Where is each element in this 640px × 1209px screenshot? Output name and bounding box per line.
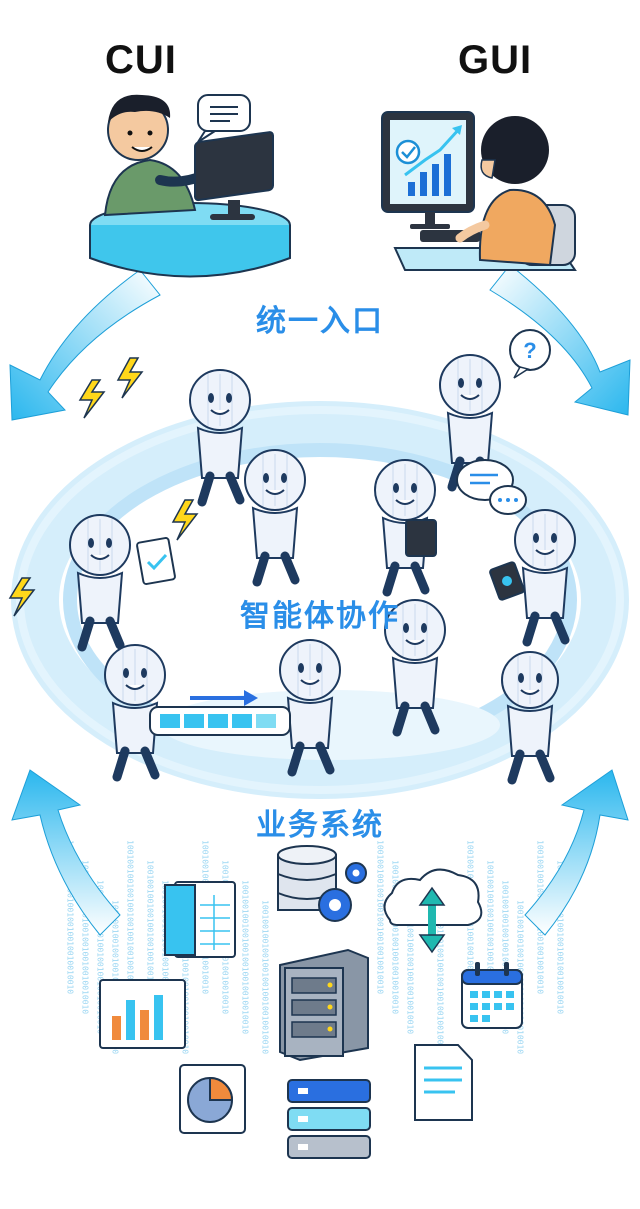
computer-icon xyxy=(381,111,475,229)
binary-column: 10010010010010010010010010010010 xyxy=(111,900,120,1054)
cui-label: CUI xyxy=(105,38,177,82)
binary-column: 10010010010010010010010010010010 xyxy=(376,840,385,994)
storage-stack-icon xyxy=(287,1079,371,1159)
arrow-gui-down xyxy=(489,264,631,416)
check-icon xyxy=(395,139,421,165)
clipboard-icon xyxy=(136,537,176,585)
bar-chart-icon xyxy=(99,979,186,1049)
lightning-icon xyxy=(171,499,199,541)
binary-column: 10010010010010010010010010010010 xyxy=(96,880,105,1034)
cui-person xyxy=(103,94,210,217)
arrow-cui-down xyxy=(9,269,161,421)
binary-column: 10010010010010010010010010010010 xyxy=(241,880,250,1034)
pie-chart-icon xyxy=(179,1064,246,1134)
binary-column: 10010010010010010010010010010010 xyxy=(486,860,495,1014)
binary-column: 10010010010010010010010010010010 xyxy=(406,880,415,1034)
unified-entry-label: 统一入口 xyxy=(256,304,384,339)
agent-robot xyxy=(514,509,576,647)
binary-column: 10010010010010010010010010010010 xyxy=(146,860,155,1014)
spreadsheet-icon xyxy=(164,881,236,958)
calendar-icon xyxy=(461,962,523,1029)
agent-collaboration-label: 智能体协作 xyxy=(240,599,400,634)
agent-robot xyxy=(384,599,446,737)
agent-robot xyxy=(189,369,251,507)
message-icon xyxy=(456,459,527,515)
chart-up-icon xyxy=(404,125,462,196)
binary-column: 10010010010010010010010010010010 xyxy=(556,860,565,1014)
progress-bar xyxy=(149,706,291,736)
binary-column: 10010010010010010010010010010010 xyxy=(66,840,75,994)
tablet-icon xyxy=(405,519,437,557)
gui-person xyxy=(455,116,576,267)
binary-column: 10010010010010010010010010010010 xyxy=(391,860,400,1014)
arrow-system-up-left xyxy=(11,769,121,936)
binary-column: 10010010010010010010010010010010 xyxy=(181,900,190,1054)
agent-robot xyxy=(439,354,501,492)
svg-text:?: ? xyxy=(523,338,536,363)
agent-robot xyxy=(69,514,131,652)
agent-robot xyxy=(279,639,341,777)
business-systems-label: 业务系统 xyxy=(256,808,384,843)
binary-column: 10010010010010010010010010010010 xyxy=(436,900,445,1054)
lightning-icon xyxy=(116,357,144,399)
database-gear-icon xyxy=(277,845,367,922)
server-rack-icon xyxy=(279,948,369,1062)
arrow-right-icon xyxy=(190,690,258,706)
gui-label: GUI xyxy=(458,38,533,82)
binary-column: 10010010010010010010010010010010 xyxy=(161,880,170,1034)
binary-column: 10010010010010010010010010010010 xyxy=(126,840,135,994)
cloud-sync-icon xyxy=(383,868,483,954)
agent-robot xyxy=(244,449,306,587)
tablet-icon xyxy=(489,561,525,601)
agent-robot xyxy=(501,651,559,785)
document-icon xyxy=(414,1044,473,1121)
binary-column: 10010010010010010010010010010010 xyxy=(81,860,90,1014)
lightning-icon xyxy=(78,379,106,419)
arrow-system-up-right xyxy=(524,769,629,936)
computer-icon xyxy=(194,131,274,220)
lightning-icon xyxy=(8,577,36,617)
question-icon: ? xyxy=(509,329,551,379)
chat-bubble-icon xyxy=(197,94,251,143)
binary-column: 10010010010010010010010010010010 xyxy=(501,880,510,1034)
agent-robot xyxy=(104,644,166,782)
binary-column: 10010010010010010010010010010010 xyxy=(261,900,270,1054)
